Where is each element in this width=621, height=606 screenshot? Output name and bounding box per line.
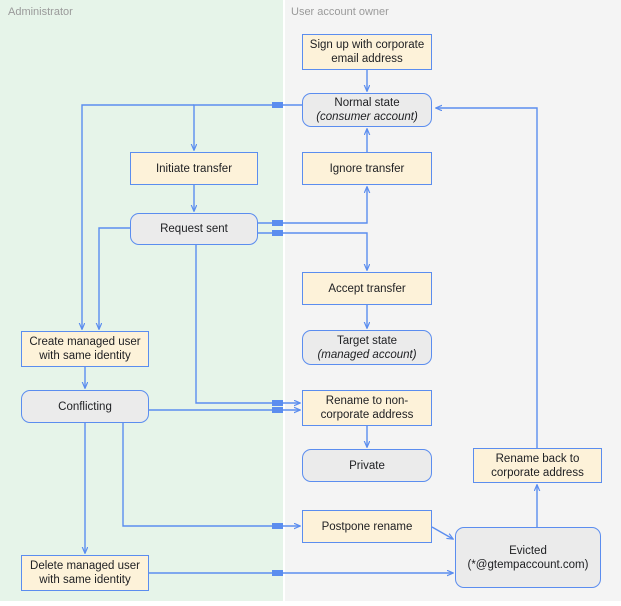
node-label-line1: Create managed user [29, 336, 141, 348]
edge-renameback-to-normal [436, 108, 538, 448]
edge-junction-marker-g [272, 570, 283, 576]
swimlane-label-user-account-owner: User account owner [291, 6, 389, 18]
edge-junction-marker-a [272, 102, 283, 108]
edge-junction-marker-b [272, 220, 283, 226]
node-label-line1: Rename back to [495, 452, 580, 465]
node-label-line1: Target state [336, 334, 398, 347]
edge-requestsent-to-ignore [258, 187, 367, 224]
edge-junction-marker-f [272, 523, 283, 529]
edge-junction-marker-d [272, 400, 283, 406]
node-accept-transfer[interactable]: Accept transfer [302, 272, 432, 305]
node-delete-managed-user-with-same-identity[interactable]: Delete managed user with same identity [21, 555, 149, 591]
node-evicted[interactable]: Evicted (*@gtempaccount.com) [455, 527, 601, 588]
edge-postpone-to-evicted [431, 526, 453, 539]
node-label-line1: Delete managed user [30, 560, 140, 572]
node-target-state[interactable]: Target state (managed account) [302, 330, 432, 365]
node-label-line1: Normal state [334, 97, 400, 109]
node-ignore-transfer[interactable]: Ignore transfer [302, 152, 432, 185]
swimlane-administrator [0, 0, 283, 601]
node-postpone-rename[interactable]: Postpone rename [302, 510, 432, 543]
edge-junction-marker-c [272, 230, 283, 236]
node-request-sent[interactable]: Request sent [130, 213, 258, 245]
node-label-line1: Sign up with corporate [309, 39, 425, 51]
node-normal-state[interactable]: Normal state (consumer account) [302, 93, 432, 127]
node-label-line1: Rename to non- [325, 395, 409, 407]
node-label-line2: corporate address [491, 466, 584, 479]
edge-normal-to-createuser [82, 104, 194, 329]
node-label-line1: Evicted [509, 544, 547, 557]
node-rename-to-non-corporate-address[interactable]: Rename to non- corporate address [302, 390, 432, 426]
node-label-line2: (consumer account) [316, 111, 418, 123]
node-label-line2: (managed account) [317, 348, 417, 361]
swimlane-label-administrator: Administrator [8, 6, 73, 18]
edge-normal-to-initiate [194, 104, 302, 150]
node-label-line1: Request sent [160, 223, 228, 235]
node-initiate-transfer[interactable]: Initiate transfer [130, 152, 258, 185]
edge-junction-marker-e [272, 407, 283, 413]
node-label-line1: Ignore transfer [329, 162, 405, 175]
node-label-line1: Conflicting [58, 400, 112, 413]
node-label-line2: (*@gtempaccount.com) [467, 558, 589, 571]
edge-requestsent-to-renamenoncorp [195, 245, 300, 403]
node-create-managed-user-with-same-identity[interactable]: Create managed user with same identity [21, 331, 149, 367]
node-label-line1: Accept transfer [328, 282, 406, 295]
node-label-line2: with same identity [39, 350, 131, 362]
node-label-line1: Initiate transfer [155, 162, 233, 175]
node-sign-up-with-corporate-email-address[interactable]: Sign up with corporate email address [302, 34, 432, 70]
node-label-line2: email address [331, 53, 403, 65]
node-private[interactable]: Private [302, 449, 432, 482]
edge-requestsent-to-accept [258, 232, 367, 270]
node-label-line2: with same identity [39, 574, 131, 586]
node-rename-back-to-corporate-address[interactable]: Rename back to corporate address [473, 448, 602, 483]
edge-requestsent-to-createuser [99, 227, 130, 329]
node-conflicting[interactable]: Conflicting [21, 390, 149, 423]
node-label-line1: Postpone rename [321, 520, 413, 533]
edge-conflicting-to-postpone [122, 423, 300, 526]
node-label-line2: corporate address [320, 409, 414, 421]
node-label-line1: Private [349, 459, 385, 472]
